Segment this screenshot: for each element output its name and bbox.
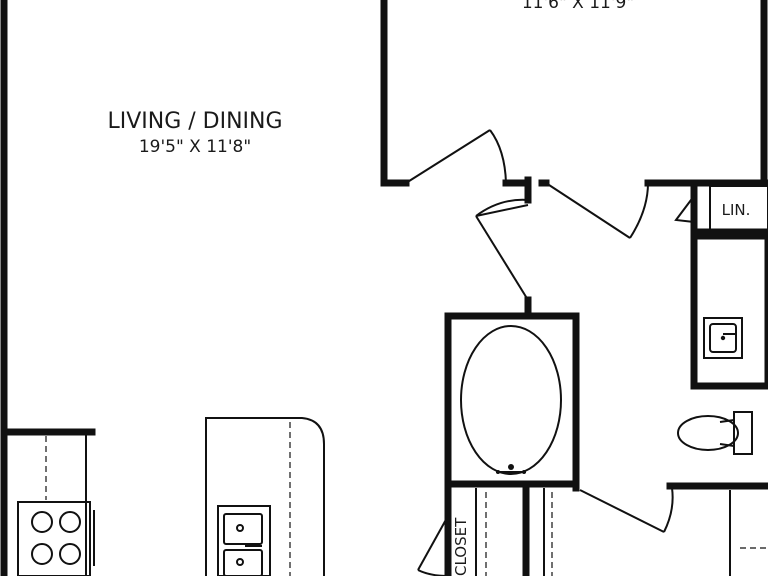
bedroom-dimensions: 11'6" X 11'9" bbox=[522, 0, 634, 13]
kitchen-island bbox=[205, 417, 325, 576]
closet: CLOSET bbox=[417, 484, 553, 576]
kitchen-sink bbox=[217, 505, 271, 576]
closet-label: CLOSET bbox=[452, 517, 470, 576]
range-cooktop bbox=[17, 501, 95, 576]
living-dining-name: LIVING / DINING bbox=[107, 109, 282, 134]
linen-closet: LIN. bbox=[674, 182, 768, 236]
bath-walls bbox=[444, 480, 768, 576]
bedroom-door bbox=[405, 129, 507, 184]
bathroom-vanity bbox=[690, 232, 768, 390]
toilet bbox=[677, 411, 753, 455]
living-dining-dimensions: 19'5" X 11'8" bbox=[139, 137, 251, 157]
kitchen-counter bbox=[0, 428, 96, 576]
linen-label: LIN. bbox=[722, 201, 751, 219]
hall-door bbox=[475, 198, 532, 320]
bathtub bbox=[444, 312, 580, 488]
bedroom-walls bbox=[380, 0, 768, 204]
bath-entry-door bbox=[545, 182, 649, 239]
right-closet-edge bbox=[729, 490, 768, 576]
